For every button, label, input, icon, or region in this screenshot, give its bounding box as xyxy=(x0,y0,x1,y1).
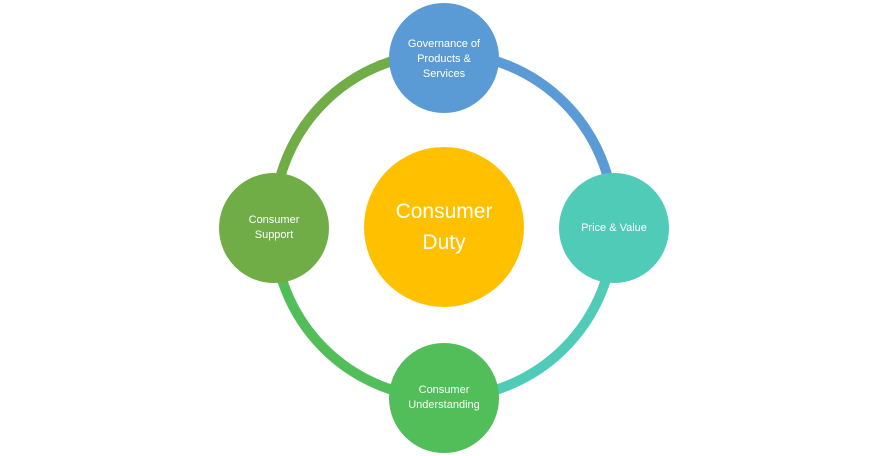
price-value-node-circle xyxy=(559,173,669,283)
consumer-duty-center-circle xyxy=(364,147,524,307)
consumer-understanding-node-circle xyxy=(389,343,499,453)
consumer-support-node-circle xyxy=(219,173,329,283)
governance-node-circle xyxy=(389,3,499,113)
